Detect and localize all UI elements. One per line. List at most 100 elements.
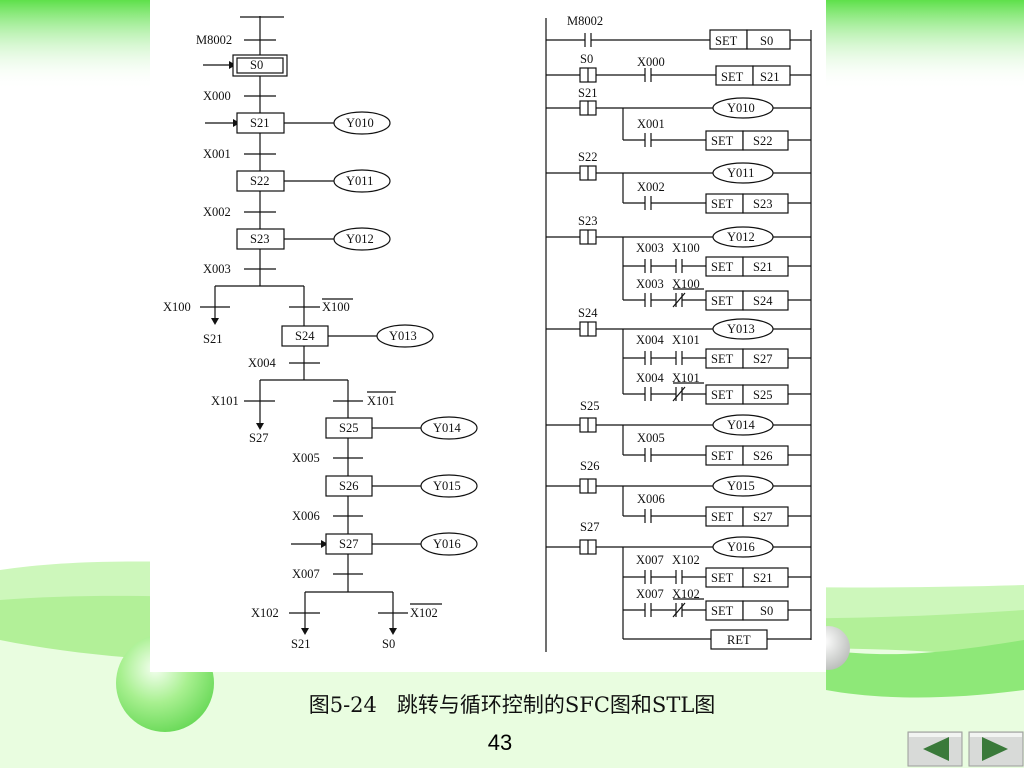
stl-contact-label: S0 <box>580 52 593 66</box>
stl-set-label: SET <box>711 388 734 402</box>
stl-contact-label: X005 <box>637 431 665 445</box>
stl-set-label: SET <box>711 510 734 524</box>
stl-contact-label: X102 <box>672 553 700 567</box>
sfc-step-s0: S0 <box>250 58 263 72</box>
sfc-transition-label: X006 <box>292 509 320 523</box>
stl-contact-label: X007 <box>636 553 664 567</box>
stl-contact-label: X002 <box>637 180 665 194</box>
sfc-step-label: S25 <box>339 421 358 435</box>
sfc-stl-diagram: M8002 S0 X000 S21 Y010 X001 S22 Y011 X00… <box>163 14 812 652</box>
stl-contact-label: X006 <box>637 492 665 506</box>
page-number: 43 <box>487 730 513 755</box>
sfc-branch-target: S21 <box>291 637 310 651</box>
next-slide-button[interactable] <box>968 731 1024 767</box>
stl-set-target: S26 <box>753 449 772 463</box>
diagram-panel <box>150 0 826 672</box>
stl-contact-label: S26 <box>580 459 599 473</box>
stl-contact-label: S24 <box>578 306 598 320</box>
stl-coil-label: Y012 <box>727 230 755 244</box>
stl-contact-label: X007 <box>636 587 664 601</box>
stl-contact-label: X101 <box>672 333 700 347</box>
stl-contact-label: S22 <box>578 150 597 164</box>
sfc-output-label: Y016 <box>433 537 461 551</box>
stl-coil-label: Y010 <box>727 101 755 115</box>
sfc-branch-label: X102 <box>410 606 438 620</box>
sfc-transition-label: X005 <box>292 451 320 465</box>
sfc-transition-label: X007 <box>292 567 320 581</box>
stl-contact-label: X003 <box>636 277 664 291</box>
stl-set-target: S21 <box>760 70 779 84</box>
sfc-branch-target: S27 <box>249 431 268 445</box>
sfc-transition-label: X000 <box>203 89 231 103</box>
stl-set-target: S0 <box>760 34 773 48</box>
sfc-transition-label: X004 <box>248 356 277 370</box>
stl-contact-label: S23 <box>578 214 597 228</box>
stl-contact-label: S21 <box>578 86 597 100</box>
triangle-left-icon <box>907 731 963 767</box>
stl-contact-label: X101 <box>672 371 700 385</box>
stl-contact-label: S27 <box>580 520 599 534</box>
sfc-step-label: S27 <box>339 537 358 551</box>
stl-set-label: SET <box>711 197 734 211</box>
stl-contact-label: X100 <box>672 241 700 255</box>
stl-set-target: S21 <box>753 260 772 274</box>
stl-set-label: SET <box>711 260 734 274</box>
sfc-branch-label: X100 <box>163 300 191 314</box>
stl-contact-label: X003 <box>636 241 664 255</box>
stl-coil-label: Y013 <box>727 322 755 336</box>
stl-set-label: SET <box>711 134 734 148</box>
sfc-transition-label: X001 <box>203 147 231 161</box>
previous-slide-button[interactable] <box>907 731 963 767</box>
sfc-branch-label: X100 <box>322 300 350 314</box>
stl-coil-label: Y016 <box>727 540 755 554</box>
stl-coil-label: Y015 <box>727 479 755 493</box>
stl-contact-label: X004 <box>636 333 665 347</box>
sfc-branch-label: X102 <box>251 606 279 620</box>
stl-contact-label: X102 <box>672 587 700 601</box>
stl-set-target: S25 <box>753 388 772 402</box>
stl-ret-label: RET <box>727 633 751 647</box>
stl-set-target: S27 <box>753 510 772 524</box>
sfc-output-label: Y011 <box>346 174 373 188</box>
stl-m8002-label: M8002 <box>567 14 603 28</box>
sfc-output-label: Y014 <box>433 421 462 435</box>
stl-set-label: SET <box>721 70 744 84</box>
stl-set-label: SET <box>711 449 734 463</box>
stl-set-label: SET <box>711 294 734 308</box>
stl-set-target: S22 <box>753 134 772 148</box>
sfc-step-label: S23 <box>250 232 269 246</box>
stl-set-target: S0 <box>760 604 773 618</box>
stl-coil-label: Y014 <box>727 418 756 432</box>
stl-set-label: SET <box>711 571 734 585</box>
stl-coil-label: Y011 <box>727 166 754 180</box>
stl-set-target: S27 <box>753 352 772 366</box>
sfc-output-label: Y015 <box>433 479 461 493</box>
sfc-step-label: S24 <box>295 329 315 343</box>
stl-set-target: S21 <box>753 571 772 585</box>
sfc-transition-label: X002 <box>203 205 231 219</box>
sfc-step-label: S26 <box>339 479 358 493</box>
sfc-step-label: S21 <box>250 116 269 130</box>
triangle-right-icon <box>968 731 1024 767</box>
stl-contact-label: X001 <box>637 117 665 131</box>
sfc-branch-label: X101 <box>211 394 239 408</box>
sfc-output-label: Y013 <box>389 329 417 343</box>
figure-caption: 图5-24 跳转与循环控制的SFC图和STL图 <box>308 693 716 717</box>
stl-contact-label: X100 <box>672 277 700 291</box>
sfc-branch-target: S21 <box>203 332 222 346</box>
stl-set-target: S24 <box>753 294 773 308</box>
stl-set-target: S23 <box>753 197 772 211</box>
sfc-branch-label: X101 <box>367 394 395 408</box>
stl-set-label: SET <box>711 604 734 618</box>
stl-contact-label: S25 <box>580 399 599 413</box>
sfc-branch-target: S0 <box>382 637 395 651</box>
sfc-output-label: Y012 <box>346 232 374 246</box>
sfc-transition-label: X003 <box>203 262 231 276</box>
stl-contact-label: X000 <box>637 55 665 69</box>
sfc-output-label: Y010 <box>346 116 374 130</box>
sfc-m8002-label: M8002 <box>196 33 232 47</box>
stl-contact-label: X004 <box>636 371 665 385</box>
stl-set-label: SET <box>715 34 738 48</box>
stl-set-label: SET <box>711 352 734 366</box>
sfc-step-label: S22 <box>250 174 269 188</box>
